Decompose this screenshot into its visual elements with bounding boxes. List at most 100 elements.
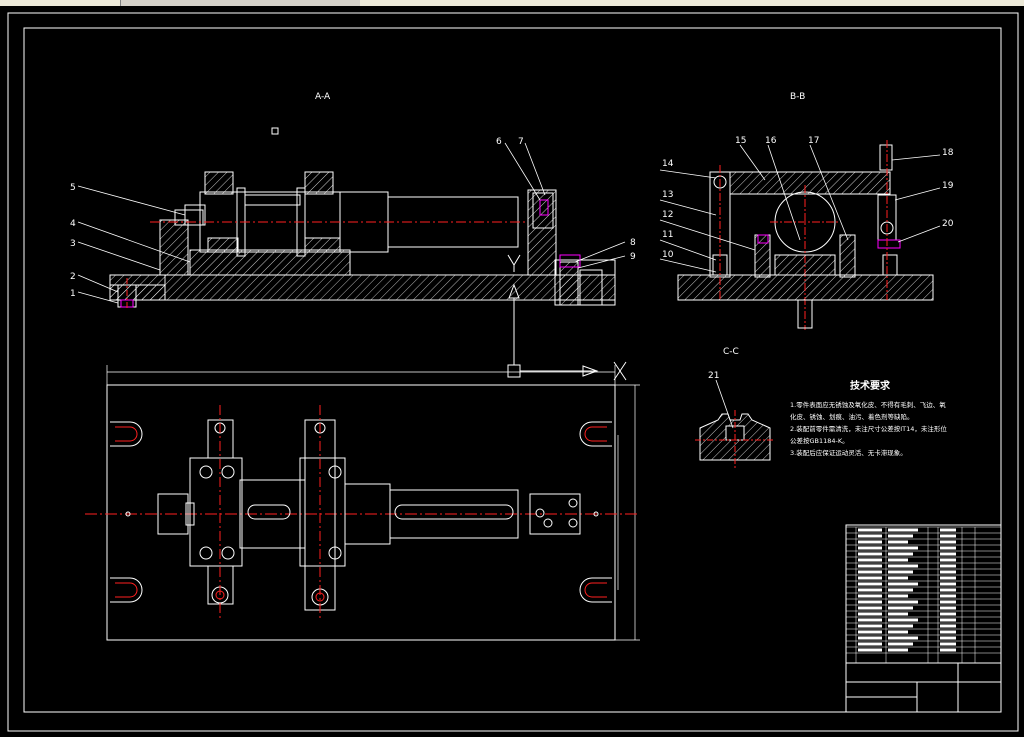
parts-list-cell-text [858, 558, 882, 562]
parts-list-cell-text [888, 636, 918, 640]
parts-list-cell-text [858, 570, 882, 574]
parts-list-cell-text [940, 600, 956, 604]
part-number-21: 21 [708, 371, 719, 381]
plan-base-outline [106, 384, 616, 641]
parts-list-cell-text [940, 552, 956, 556]
part-number-17: 17 [808, 136, 819, 146]
parts-list-cell-text [888, 552, 913, 556]
parts-list-cell-text [888, 612, 908, 616]
section-view-bb: 14 13 12 11 10 15 16 17 18 19 20 [659, 136, 954, 330]
cylinder-support [189, 249, 351, 276]
parts-list-cell-text [888, 528, 918, 532]
parts-list-cell-text [888, 564, 918, 568]
parts-list-cell-text [858, 618, 882, 622]
part-number-12: 12 [662, 210, 673, 220]
parts-list-cell-text [888, 594, 908, 598]
parts-list-cell-text [940, 624, 956, 628]
parts-list-cell-text [858, 546, 882, 550]
left-bracket [159, 219, 189, 276]
part-number-5: 5 [70, 183, 76, 193]
part-number-4: 4 [70, 219, 76, 229]
parts-list-cell-text [858, 576, 882, 580]
parts-list-cell-text [940, 612, 956, 616]
tech-requirement-line: 1.零件表面应无锈蚀及氧化皮、不得有毛刺、飞边、氧 [790, 400, 946, 409]
parts-list-cell-text [940, 546, 956, 550]
parts-list-cell-text [888, 624, 913, 628]
application-toolbar-strip [0, 0, 1024, 6]
parts-list-cell-text [940, 528, 956, 532]
parts-list-cell-text [940, 534, 956, 538]
plan-right-fixture [529, 493, 581, 535]
parts-list-cell-text [858, 564, 882, 568]
plan-view [85, 361, 640, 641]
parts-list-cell-text [888, 630, 908, 634]
part-number-19: 19 [942, 181, 954, 191]
parts-list-cell-text [940, 576, 956, 580]
part-number-16: 16 [765, 136, 777, 146]
tech-requirements-title: 技术要求 [850, 379, 891, 392]
part-number-14: 14 [662, 159, 674, 169]
tech-requirement-line: 3.装配后应保证运动灵活、无卡滞现象。 [790, 448, 907, 457]
parts-list-cell-text [940, 606, 956, 610]
parts-list-cell-text [940, 618, 956, 622]
parts-list-cell-text [858, 600, 882, 604]
parts-list-cell-text [888, 588, 913, 592]
parts-list-cell-text [940, 630, 956, 634]
parts-list-cell-text [888, 570, 913, 574]
title-block-frame [845, 524, 1002, 713]
parts-list-cell-text [888, 534, 913, 538]
part-number-18: 18 [942, 148, 954, 158]
parts-list-cell-text [888, 576, 908, 580]
section-title-bb: B-B [790, 92, 805, 102]
parts-list-cell-text [858, 552, 882, 556]
part-number-3: 3 [70, 239, 76, 249]
toolbar-segment[interactable] [880, 0, 1024, 6]
parts-list-cell-text [858, 606, 882, 610]
parts-list-cell-text [940, 648, 956, 652]
parts-list-cell-text [940, 558, 956, 562]
technical-requirements: 技术要求 1.零件表面应无锈蚀及氧化皮、不得有毛刺、飞边、氧 化皮、锈蚀、划痕、… [790, 379, 947, 457]
part-number-1: 1 [70, 289, 76, 299]
section-title-cc: C-C [723, 347, 739, 357]
parts-list-cell-text [858, 612, 882, 616]
part-number-11: 11 [662, 230, 673, 240]
parts-list-cell-text [858, 648, 882, 652]
parts-list-cell-text [888, 606, 913, 610]
part-number-7: 7 [518, 137, 524, 147]
part-number-8: 8 [630, 238, 636, 248]
tech-requirement-line: 化皮、锈蚀、划痕、油污、着色剂等缺陷。 [790, 412, 914, 421]
parts-list-cell-text [940, 594, 956, 598]
parts-list-cell-text [858, 594, 882, 598]
parts-list-cell-text [858, 624, 882, 628]
parts-list-cell-text [940, 564, 956, 568]
parts-list-cell-text [940, 636, 956, 640]
parts-list-cell-text [940, 588, 956, 592]
drawing-frame [23, 27, 1002, 713]
parts-list-cell-text [940, 570, 956, 574]
parts-list-cell-text [858, 582, 882, 586]
tech-requirement-line: 公差按GB1184-K。 [790, 436, 849, 445]
section-view-cc: 21 [695, 371, 775, 470]
parts-list-cell-text [858, 534, 882, 538]
title-block-and-parts-list [845, 524, 1002, 713]
right-fixture [527, 189, 557, 276]
part-number-2: 2 [70, 272, 76, 282]
parts-list-cell-text [858, 630, 882, 634]
parts-list-cell-text [940, 540, 956, 544]
parts-list-cell-text [888, 582, 918, 586]
part-number-15: 15 [735, 136, 746, 146]
parts-list-cell-text [888, 540, 908, 544]
toolbar-segment[interactable] [0, 0, 121, 6]
parts-list-cell-text [940, 642, 956, 646]
part-number-10: 10 [662, 250, 674, 260]
view-marker-square [271, 127, 279, 135]
section-title-aa: A-A [315, 92, 331, 102]
part-number-20: 20 [942, 219, 954, 229]
parts-list-cell-text [858, 642, 882, 646]
plan-left-support [189, 457, 243, 567]
parts-list-cell-text [888, 546, 918, 550]
parts-list-cell-text [888, 600, 918, 604]
bb-top-clamp [729, 171, 891, 195]
tech-requirement-line: 2.装配前零件需清洗，未注尺寸公差按IT14，未注形位 [790, 424, 947, 433]
